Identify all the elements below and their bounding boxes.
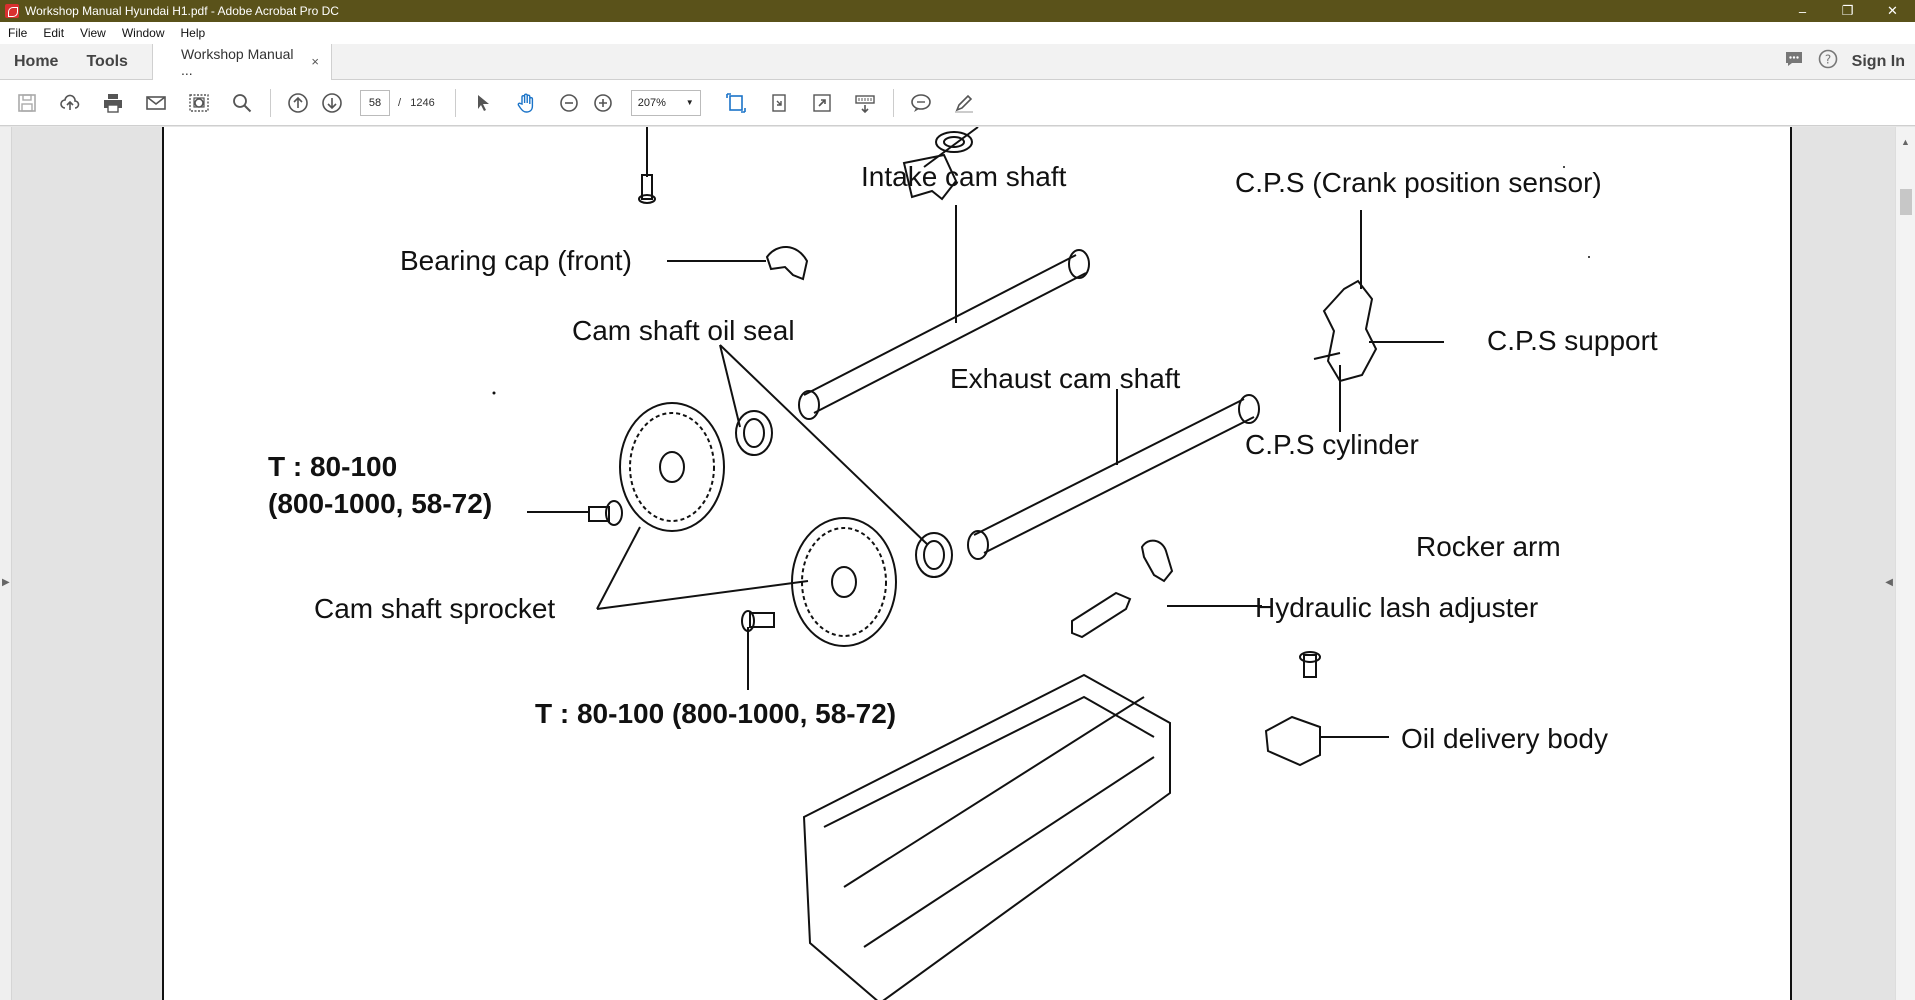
comment-bubble-icon[interactable] [1784,50,1804,73]
menu-file[interactable]: File [8,26,28,40]
expand-right-icon[interactable]: ◀ [1885,577,1893,588]
sign-in-link[interactable]: Sign In [1851,52,1905,70]
label-oil-delivery-body: Oil delivery body [1401,723,1608,754]
toolbar-divider [270,88,271,117]
label-oil-seal: Cam shaft oil seal [572,315,795,346]
label-cps-cylinder: C.P.S cylinder [1245,429,1419,460]
toolbar-divider [892,88,894,117]
full-screen-icon[interactable] [807,88,837,118]
scrollbar-thumb[interactable] [1900,189,1912,215]
comment-icon[interactable] [906,88,936,118]
menu-edit[interactable]: Edit [43,26,65,40]
hand-tool-icon[interactable] [511,88,541,118]
zoom-out-icon[interactable] [554,88,584,118]
next-page-icon[interactable] [317,88,347,118]
menu-help[interactable]: Help [180,26,206,40]
fit-page-icon[interactable] [721,88,751,118]
zoom-level-value: 207% [637,96,666,109]
menu-window[interactable]: Window [121,26,165,40]
minimize-button[interactable]: – [1798,3,1807,19]
zoom-in-icon[interactable] [588,88,618,118]
menu-view[interactable]: View [80,26,106,40]
tab-bar: Home Tools Workshop Manual ... × ? Sign … [0,43,1915,80]
label-hydraulic-lash-adjuster: Hydraulic lash adjuster [1255,592,1539,623]
chevron-down-icon: ▼ [685,98,694,107]
document-viewer[interactable]: ▶ [0,127,1915,1000]
search-icon[interactable] [227,88,257,118]
scroll-up-icon[interactable]: ▲ [1901,137,1910,147]
email-icon[interactable] [141,88,171,118]
close-tab-icon[interactable]: × [311,54,319,69]
label-torque-1-line-1: T : 80-100 [268,451,398,482]
expand-left-icon: ▶ [2,577,10,588]
help-icon[interactable]: ? [1818,49,1838,74]
menu-bar: File Edit View Window Help [0,22,1915,44]
label-intake-cam-shaft: Intake cam shaft [861,161,1067,192]
page-count: / 1246 [398,97,435,109]
left-panel-toggle[interactable]: ▶ [0,127,12,1000]
window-title: Workshop Manual Hyundai H1.pdf - Adobe A… [25,4,339,18]
close-window-button[interactable]: ✕ [1887,3,1898,18]
tab-tools[interactable]: Tools [86,52,128,70]
pen-highlight-icon[interactable] [949,88,979,118]
title-bar: Workshop Manual Hyundai H1.pdf - Adobe A… [0,0,1915,22]
label-cps: C.P.S (Crank position sensor) [1235,167,1602,198]
toolbar: 58 / 1246 207% ▼ [0,80,1915,126]
document-tab[interactable]: Workshop Manual ... × [151,43,332,80]
label-rocker-arm: Rocker arm [1416,531,1561,562]
label-torque-1-line-2: (800-1000, 58-72) [268,488,493,519]
previous-page-icon[interactable] [283,88,313,118]
vertical-scrollbar[interactable]: ▲ [1895,127,1915,1000]
zoom-level-select[interactable]: 207% ▼ [630,89,701,116]
scroll-mode-icon[interactable] [850,88,880,118]
print-icon[interactable] [98,88,128,118]
page-total: 1246 [410,96,435,109]
label-torque-2: T : 80-100 (800-1000, 58-72) [535,698,897,729]
label-cam-shaft-sprocket: Cam shaft sprocket [314,593,556,624]
save-icon[interactable] [12,88,42,118]
pdf-page: Intake cam shaft C.P.S (Crank position s… [162,127,1792,1000]
page-separator: / [398,96,402,109]
select-cursor-icon[interactable] [468,88,498,118]
page-number-input[interactable]: 58 [360,89,390,116]
engine-exploded-diagram [492,127,1590,1000]
label-cps-support: C.P.S support [1487,325,1658,356]
cloud-upload-icon[interactable] [55,88,85,118]
toolbar-divider [454,88,456,117]
document-tab-label: Workshop Manual ... [180,45,294,78]
label-exhaust-cam-shaft: Exhaust cam shaft [950,363,1181,394]
restore-button[interactable]: ❐ [1841,3,1854,18]
acrobat-icon [5,4,19,18]
svg-text:?: ? [1824,53,1830,67]
label-bearing-cap: Bearing cap (front) [400,245,632,276]
rotate-page-icon[interactable] [764,88,794,118]
tab-home[interactable]: Home [14,52,59,70]
snapshot-icon[interactable] [184,88,214,118]
